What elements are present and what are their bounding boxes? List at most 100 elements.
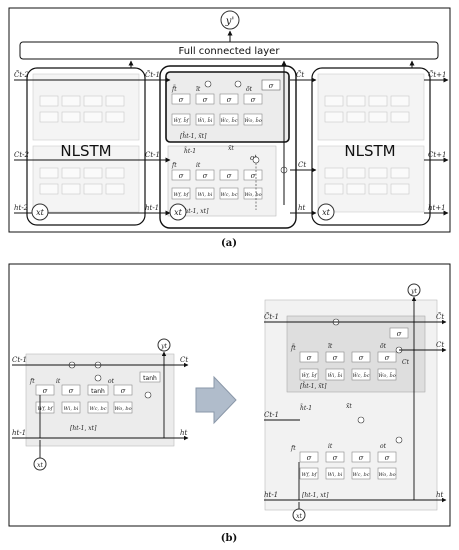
svg-text:ot: ot <box>380 443 387 450</box>
output-node-a <box>220 10 240 30</box>
svg-text:h̃t-1: h̃t-1 <box>300 405 312 412</box>
inputs-a: xt xt xt <box>31 203 335 221</box>
right-c-top-out: C̃t+1 <box>428 71 447 79</box>
panel-b-caption: (b) <box>221 533 237 544</box>
svg-text:W̃c, b̃c: W̃c, b̃c <box>352 372 369 379</box>
svg-text:ĩt: ĩt <box>328 343 333 350</box>
svg-text:ht-1: ht-1 <box>264 491 278 499</box>
transform-arrow <box>195 375 237 425</box>
svg-text:Ct: Ct <box>402 359 410 366</box>
svg-text:σ: σ <box>359 454 364 462</box>
lstm-cell-left: yt σ σ tanh σ Wf, bf Wi, bi Wc, bc Wo, b… <box>12 338 189 471</box>
svg-text:Wf, bf: Wf, bf <box>173 192 189 198</box>
svg-text:σ: σ <box>333 354 338 362</box>
svg-text:Wc, bc: Wc, bc <box>220 192 237 198</box>
mid-h-in: ht-1 <box>145 204 159 212</box>
h-tilde-a: h̃t-1 <box>184 148 196 155</box>
svg-text:xt: xt <box>36 208 45 217</box>
svg-text:xt: xt <box>296 513 302 520</box>
svg-text:W̃i, b̃i: W̃i, b̃i <box>198 117 213 124</box>
left-c-top: C̃t-2 <box>14 71 30 79</box>
nlstm-left-block: NLSTM <box>26 67 146 226</box>
svg-text:σ: σ <box>397 330 402 338</box>
concat-bottom-a: [ht-1, xt] <box>182 208 209 215</box>
svg-text:σ: σ <box>385 354 390 362</box>
svg-text:σ: σ <box>251 96 256 104</box>
svg-text:σ: σ <box>179 96 184 104</box>
svg-text:it: it <box>328 443 333 450</box>
svg-text:õt: õt <box>246 86 253 93</box>
svg-text:W̃o, b̃o: W̃o, b̃o <box>244 117 262 124</box>
svg-text:Wi, bi: Wi, bi <box>198 192 213 198</box>
left-c-mid: Ct-2 <box>14 151 30 159</box>
svg-text:Wc, bc: Wc, bc <box>352 472 369 478</box>
fc-layer-box <box>19 41 439 60</box>
svg-text:Wf, bf: Wf, bf <box>301 472 317 478</box>
svg-text:σ: σ <box>43 387 48 395</box>
svg-text:ft: ft <box>29 378 35 385</box>
nlstm-middle-cell: σ σ σ σ W̃f, b̃f W̃i, b̃i W̃c, b̃c W̃o, … <box>159 60 297 229</box>
nlstm-right-label: NLSTM <box>344 142 395 160</box>
svg-text:Wi, bi: Wi, bi <box>64 406 79 412</box>
svg-text:Wf, bf: Wf, bf <box>37 406 53 412</box>
svg-text:ĩt: ĩt <box>196 86 201 93</box>
mid-c-mid-out: Ct <box>298 161 306 169</box>
svg-text:Wi, bi: Wi, bi <box>328 472 343 478</box>
svg-text:f̃t: f̃t <box>290 345 296 352</box>
svg-text:[ht-1, xt]: [ht-1, xt] <box>302 492 329 499</box>
x-tilde-a: x̃t <box>228 145 234 152</box>
svg-text:f̃t: f̃t <box>171 86 177 93</box>
svg-text:Wc, bc: Wc, bc <box>89 406 106 412</box>
svg-text:Ct: Ct <box>180 356 188 364</box>
svg-text:σ: σ <box>307 354 312 362</box>
svg-text:yt: yt <box>410 288 417 295</box>
left-h: ht-2 <box>14 204 29 212</box>
svg-text:Ct-1: Ct-1 <box>12 356 27 364</box>
svg-text:xt: xt <box>37 462 43 469</box>
svg-text:Ct-1: Ct-1 <box>264 411 279 419</box>
svg-text:σ: σ <box>251 172 256 180</box>
nlstm-cell-right: yt σ σ σ σ W̃f, b̃f W̃i, b̃i W̃c, b̃c W̃… <box>264 283 447 522</box>
panel-b: yt σ σ tanh σ Wf, bf Wi, bi Wc, bc Wo, b… <box>8 263 451 544</box>
svg-text:σ: σ <box>227 172 232 180</box>
svg-text:ot: ot <box>108 378 115 385</box>
svg-text:C̃t: C̃t <box>436 313 444 321</box>
svg-text:ht: ht <box>436 491 444 499</box>
right-h-out: ht+1 <box>428 204 446 212</box>
svg-text:σ: σ <box>269 82 274 90</box>
svg-text:W̃f, b̃f: W̃f, b̃f <box>301 372 317 379</box>
output-label-a: y' <box>225 16 234 27</box>
fc-layer-label: Full connected layer <box>179 46 281 57</box>
svg-text:ht-1: ht-1 <box>12 429 26 437</box>
svg-text:σ: σ <box>203 96 208 104</box>
svg-text:σ: σ <box>385 454 390 462</box>
svg-text:σ: σ <box>179 172 184 180</box>
svg-text:σ: σ <box>69 387 74 395</box>
svg-text:Wo, bo: Wo, bo <box>378 472 395 478</box>
right-c-mid-out: Ct+1 <box>428 151 447 159</box>
svg-text:[ht-1, xt]: [ht-1, xt] <box>70 425 97 432</box>
mid-c-mid-in: Ct-1 <box>145 151 160 159</box>
svg-text:ht: ht <box>180 429 188 437</box>
svg-text:W̃o, b̃o: W̃o, b̃o <box>378 372 396 379</box>
inner-gates-row: σ σ σ σ W̃f, b̃f W̃i, b̃i W̃c, b̃c W̃o, … <box>171 86 263 126</box>
mid-c-top-out: C̃t <box>296 71 304 79</box>
svg-text:tanh: tanh <box>143 375 157 382</box>
svg-text:tanh: tanh <box>91 388 105 395</box>
panel-a: y' Full connected layer NLSTM <box>8 7 451 249</box>
svg-text:x̃t: x̃t <box>346 403 352 410</box>
svg-text:W̃i, b̃i: W̃i, b̃i <box>328 372 343 379</box>
svg-text:it: it <box>196 162 201 169</box>
concat-top-a: [h̃t-1, x̃t] <box>180 133 207 140</box>
svg-text:Wo, bo: Wo, bo <box>114 406 131 412</box>
mid-c-top-in: C̃t-1 <box>145 71 160 79</box>
svg-text:õt: õt <box>380 343 387 350</box>
svg-text:Ct: Ct <box>436 341 444 349</box>
svg-text:σ: σ <box>203 172 208 180</box>
svg-text:ft: ft <box>171 162 177 169</box>
panel-a-caption: (a) <box>221 238 237 249</box>
svg-text:W̃c, b̃c: W̃c, b̃c <box>220 117 237 124</box>
nlstm-right-block: NLSTM <box>311 67 431 226</box>
svg-text:σ: σ <box>333 454 338 462</box>
